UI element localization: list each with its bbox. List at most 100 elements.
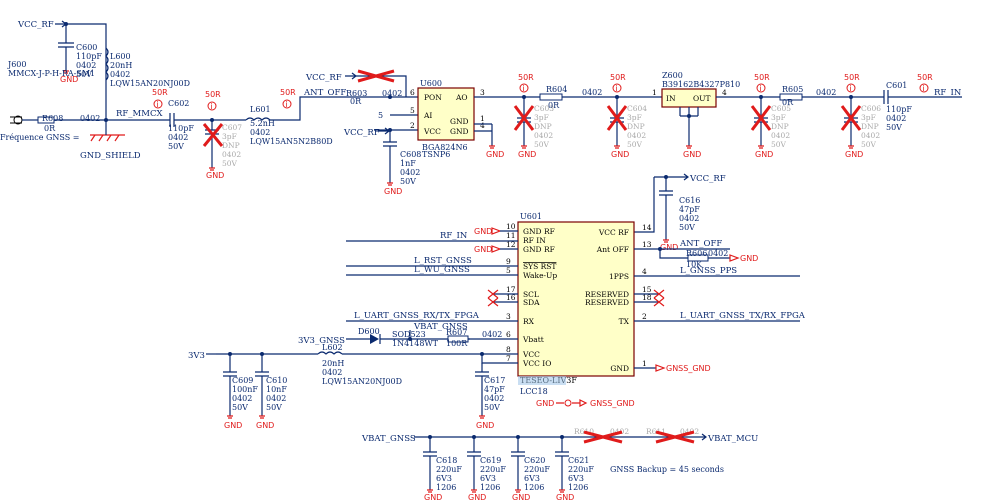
svg-text:47pF: 47pF bbox=[484, 385, 505, 394]
net-label-ant-off-top: ANT_OFF bbox=[303, 88, 346, 98]
svg-text:0R: 0R bbox=[350, 97, 362, 106]
svg-text:i: i bbox=[286, 100, 288, 109]
net-label-vbat-gnss: VBAT_GNSS bbox=[361, 434, 416, 444]
svg-text:B39162B4327P810: B39162B4327P810 bbox=[662, 80, 740, 89]
svg-text:5: 5 bbox=[378, 111, 383, 120]
svg-text:50V: 50V bbox=[886, 123, 902, 132]
u601-pin-name: VCC IO bbox=[522, 359, 551, 368]
u601-pin-name: TX bbox=[619, 317, 630, 326]
svg-text:GND: GND bbox=[474, 245, 492, 254]
svg-text:50V: 50V bbox=[534, 140, 550, 149]
svg-text:110pF: 110pF bbox=[886, 105, 912, 114]
svg-text:0402: 0402 bbox=[482, 330, 502, 339]
dnp-cross-icon bbox=[655, 430, 695, 444]
c600-ref: C600 bbox=[76, 43, 97, 52]
u601-pin-number: 6 bbox=[506, 330, 511, 339]
svg-text:VCC_RF: VCC_RF bbox=[305, 73, 342, 83]
capacitor-c620 bbox=[511, 437, 525, 490]
svg-text:0402: 0402 bbox=[534, 131, 553, 140]
svg-text:GND: GND bbox=[518, 150, 536, 159]
svg-text:L602: L602 bbox=[322, 343, 343, 352]
no-connect-icon bbox=[487, 289, 499, 307]
u601-pin-name: GND RF bbox=[523, 227, 555, 236]
ground-label: GND bbox=[424, 493, 442, 502]
capacitor-c621 bbox=[555, 437, 569, 490]
svg-text:110pF: 110pF bbox=[168, 124, 194, 133]
svg-text:C604: C604 bbox=[627, 104, 647, 113]
svg-text:50V: 50V bbox=[232, 403, 248, 412]
svg-text:GND: GND bbox=[450, 117, 469, 126]
svg-text:20nH: 20nH bbox=[110, 61, 132, 70]
svg-text:0402: 0402 bbox=[222, 150, 241, 159]
svg-text:3pF: 3pF bbox=[627, 113, 642, 122]
chip-u600 bbox=[417, 87, 475, 141]
u601-pin-number: 8 bbox=[506, 345, 511, 354]
svg-text:50V: 50V bbox=[679, 223, 695, 232]
svg-text:GND: GND bbox=[611, 150, 629, 159]
svg-text:GND: GND bbox=[476, 421, 494, 430]
svg-text:50R: 50R bbox=[205, 90, 221, 99]
svg-text:0402: 0402 bbox=[771, 131, 790, 140]
net-label-rf-mmcx: RF_MMCX bbox=[116, 109, 163, 119]
svg-text:4: 4 bbox=[722, 88, 727, 97]
svg-text:AO: AO bbox=[455, 93, 468, 102]
svg-text:DNP: DNP bbox=[534, 122, 552, 131]
svg-text:GND: GND bbox=[660, 243, 678, 252]
svg-text:L600: L600 bbox=[110, 52, 131, 61]
net-label-ant-off: ANT_OFF bbox=[679, 239, 722, 249]
u601-pin-number: 4 bbox=[642, 267, 647, 276]
svg-text:0402: 0402 bbox=[110, 70, 130, 79]
svg-text:50V: 50V bbox=[266, 403, 282, 412]
capacitor-c619 bbox=[467, 437, 481, 490]
svg-text:0402: 0402 bbox=[250, 128, 270, 137]
capacitor-label: C620 bbox=[524, 456, 545, 465]
u601-pin-name: 1PPS bbox=[609, 272, 629, 281]
svg-text:0402: 0402 bbox=[382, 89, 402, 98]
svg-text:D600: D600 bbox=[358, 327, 380, 336]
svg-text:50R: 50R bbox=[152, 88, 168, 97]
svg-text:1N4148WT: 1N4148WT bbox=[392, 339, 439, 348]
u601-pin-name: VCC bbox=[522, 350, 540, 359]
frequency-note: Fréquence GNSS = bbox=[0, 133, 79, 142]
u601-pin-number: 18 bbox=[642, 293, 652, 302]
svg-text:0402: 0402 bbox=[80, 114, 100, 123]
svg-text:3pF: 3pF bbox=[771, 113, 786, 122]
u601-pin-name: RESERVED bbox=[585, 298, 629, 307]
ground-icon bbox=[427, 489, 433, 493]
capacitor-label: 1206 bbox=[524, 483, 544, 492]
svg-text:C605: C605 bbox=[771, 104, 791, 113]
svg-text:0402: 0402 bbox=[232, 394, 252, 403]
dnp-cross-icon bbox=[750, 105, 772, 131]
svg-text:LQW15AN5N2B80D: LQW15AN5N2B80D bbox=[250, 137, 333, 146]
u601-pin-name: RX bbox=[523, 317, 535, 326]
capacitor-c618 bbox=[423, 437, 437, 490]
u601-pin-number: 14 bbox=[642, 223, 652, 232]
svg-text:C617: C617 bbox=[484, 376, 505, 385]
svg-text:GND: GND bbox=[536, 399, 554, 408]
svg-text:GND: GND bbox=[683, 150, 701, 159]
svg-text:110pF: 110pF bbox=[76, 52, 102, 61]
j600-ref: J600 bbox=[7, 60, 26, 69]
svg-text:GND: GND bbox=[740, 254, 758, 263]
ground-icon bbox=[515, 489, 521, 493]
svg-text:OUT: OUT bbox=[693, 94, 710, 103]
net-label-3v3-gnss: 3V3_GNSS bbox=[298, 336, 345, 346]
z600-ref: Z600 bbox=[662, 71, 683, 80]
net-label-l-uart-rx: L_UART_GNSS_RX/TX_FPGA bbox=[354, 311, 480, 321]
svg-text:3pF: 3pF bbox=[222, 132, 237, 141]
u601-pin-name: RESERVED bbox=[585, 290, 629, 299]
u601-pin-number: 16 bbox=[506, 293, 516, 302]
capacitor-label: 1206 bbox=[480, 483, 500, 492]
svg-text:GNSS_GND: GNSS_GND bbox=[666, 364, 711, 373]
svg-text:0R: 0R bbox=[782, 98, 794, 107]
svg-text:50V: 50V bbox=[861, 140, 877, 149]
svg-text:C601: C601 bbox=[886, 81, 907, 90]
svg-text:i: i bbox=[157, 100, 159, 109]
svg-text:1nF: 1nF bbox=[400, 159, 416, 168]
u600-ref: U600 bbox=[420, 79, 442, 88]
svg-text:IN: IN bbox=[666, 94, 676, 103]
dnp-cross-icon bbox=[357, 69, 395, 83]
svg-text:50V: 50V bbox=[76, 70, 92, 79]
svg-text:0402: 0402 bbox=[680, 427, 699, 436]
capacitor-c601 bbox=[883, 90, 889, 104]
